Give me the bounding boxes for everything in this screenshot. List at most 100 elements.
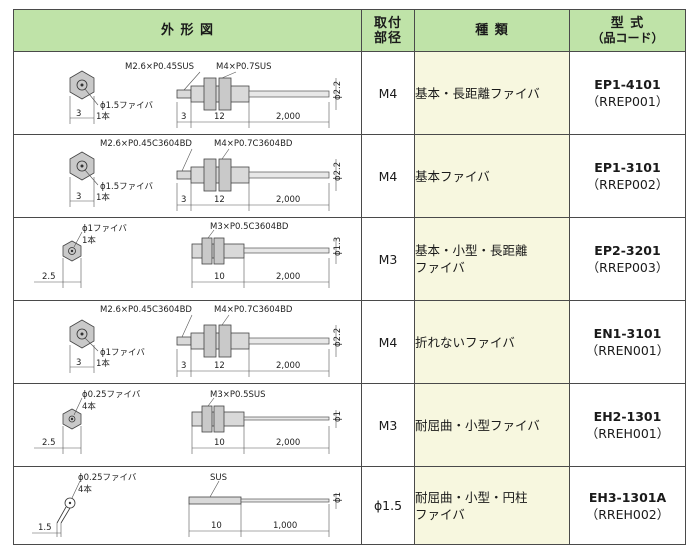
table-row: ϕ1ファイバ 1本 2.5 M3×P0.5C3604BD 10 2,000 ϕ1…	[13, 217, 686, 301]
fiber-kind: 基本・小型・長距離 ファイバ	[414, 217, 570, 301]
dim-d4: 2,000	[276, 361, 300, 371]
dim-d4: 2,000	[276, 195, 300, 205]
thread-b-label: M4×P0.7C3604BD	[214, 139, 293, 149]
kind-line1: 耐屈曲・小型・円柱	[415, 489, 528, 505]
dim-d3: 10	[214, 438, 225, 448]
outline-drawing: ϕ1ファイバ 1本 2.5 M3×P0.5C3604BD 10 2,000 ϕ1…	[13, 217, 362, 301]
header-mount: 取付 部径	[361, 9, 415, 52]
kind-line1: 基本・長距離ファイバ	[415, 85, 540, 101]
dim-d4: 2,000	[276, 438, 300, 448]
mount-size: M4	[361, 134, 415, 218]
model-number: EN1-3101	[593, 326, 662, 341]
mount-size: M3	[361, 217, 415, 301]
phi-label: ϕ1.3	[333, 237, 343, 256]
model-cell: EP1-4101 （RREP001）	[569, 51, 686, 135]
dim-d3: 12	[214, 112, 225, 122]
mount-size: M3	[361, 383, 415, 467]
kind-line2: ファイバ	[415, 506, 465, 522]
header-kind: 種 類	[414, 9, 570, 52]
drawing-svg: ϕ0.25ファイバ 4本 1.5 SUS 10 1,000 ϕ1	[32, 473, 343, 537]
fiber-label: ϕ0.25ファイバ	[82, 390, 141, 400]
dim-d2: 3	[181, 361, 186, 371]
outline-drawing: ϕ1.5ファイバ 1本 3 M2.6×P0.45SUS M4×P0.7SUS 3…	[13, 51, 362, 135]
dim-d3: 10	[214, 272, 225, 282]
dim-d4: 2,000	[276, 112, 300, 122]
table-row: ϕ0.25ファイバ 4本 1.5 SUS 10 1,000 ϕ1 ϕ1.5 耐屈…	[13, 466, 686, 545]
fiber-kind: 基本・長距離ファイバ	[414, 51, 570, 135]
model-cell: EP2-3201 （RREP003）	[569, 217, 686, 301]
mount-size: M4	[361, 51, 415, 135]
drawing-svg: ϕ0.25ファイバ 4本 2.5 M3×P0.5SUS 10 2,000 ϕ1	[34, 390, 343, 454]
count-label: 4本	[82, 401, 96, 412]
thread-b-label: M3×P0.5SUS	[210, 390, 266, 400]
drawing-svg: ϕ1ファイバ 1本 2.5 M3×P0.5C3604BD 10 2,000 ϕ1…	[34, 222, 343, 288]
kind-line1: 基本・小型・長距離	[415, 243, 528, 258]
thread-a-label: M2.6×P0.45C3604BD	[100, 139, 192, 149]
fiber-spec-table: 外 形 図 取付 部径 種 類 型 式 （品コード） ϕ1.5ファイバ 1本 3	[13, 9, 686, 545]
dim-d3: 12	[214, 361, 225, 371]
dim-d4: 1,000	[273, 521, 297, 531]
dim-d2: 3	[181, 195, 186, 205]
thread-b-label: M4×P0.7SUS	[216, 62, 272, 72]
model-cell: EP1-3101 （RREP002）	[569, 134, 686, 218]
table-row: ϕ1.5ファイバ 1本 3 M2.6×P0.45SUS M4×P0.7SUS 3…	[13, 51, 686, 135]
fiber-kind: 耐屈曲・小型・円柱 ファイバ	[414, 466, 570, 545]
phi-label: ϕ1	[333, 411, 343, 422]
table-row: ϕ1ファイバ 1本 3 M2.6×P0.45C3604BD M4×P0.7C36…	[13, 300, 686, 384]
model-cell: EN1-3101 （RREN001）	[569, 300, 686, 384]
dim-d3: 12	[214, 195, 225, 205]
model-cell: EH2-1301 （RREH001）	[569, 383, 686, 467]
dim-d1: 3	[76, 358, 81, 368]
dim-d4: 2,000	[276, 272, 300, 282]
fiber-label: ϕ1.5ファイバ	[100, 101, 153, 111]
fiber-label: ϕ1.5ファイバ	[100, 182, 153, 192]
fiber-kind: 基本ファイバ	[414, 134, 570, 218]
outline-drawing: ϕ1ファイバ 1本 3 M2.6×P0.45C3604BD M4×P0.7C36…	[13, 300, 362, 384]
dim-d1: 1.5	[38, 523, 52, 533]
table-row: ϕ1.5ファイバ 1本 3 M2.6×P0.45C3604BD M4×P0.7C…	[13, 134, 686, 218]
thread-a-label: M2.6×P0.45C3604BD	[100, 305, 192, 315]
count-label: 1本	[96, 111, 110, 122]
model-number: EP2-3201	[594, 243, 661, 258]
drawing-svg: ϕ1.5ファイバ 1本 3 M2.6×P0.45SUS M4×P0.7SUS 3…	[69, 62, 343, 128]
drawing-svg: ϕ1ファイバ 1本 3 M2.6×P0.45C3604BD M4×P0.7C36…	[69, 305, 343, 377]
table-row: ϕ0.25ファイバ 4本 2.5 M3×P0.5SUS 10 2,000 ϕ1 …	[13, 383, 686, 467]
product-code: （RREP002）	[586, 177, 669, 192]
header-drawing: 外 形 図	[13, 9, 362, 52]
outline-drawing: ϕ0.25ファイバ 4本 2.5 M3×P0.5SUS 10 2,000 ϕ1	[13, 383, 362, 467]
count-label: 1本	[96, 358, 110, 369]
header-model-line1: 型 式	[610, 15, 645, 31]
dim-d3: 10	[211, 521, 222, 531]
fiber-kind: 折れないファイバ	[414, 300, 570, 384]
mount-size: M4	[361, 300, 415, 384]
kind-line1: 折れないファイバ	[415, 334, 515, 350]
mount-size: ϕ1.5	[361, 466, 415, 545]
outline-drawing: ϕ0.25ファイバ 4本 1.5 SUS 10 1,000 ϕ1	[13, 466, 362, 545]
model-cell: EH3-1301A （RREH002）	[569, 466, 686, 545]
drawing-svg: ϕ1.5ファイバ 1本 3 M2.6×P0.45C3604BD M4×P0.7C…	[69, 139, 343, 211]
product-code: （RREH002）	[585, 506, 670, 522]
dim-d1: 3	[76, 109, 81, 119]
header-model: 型 式 （品コード）	[569, 9, 686, 52]
thread-a-label: M2.6×P0.45SUS	[125, 62, 194, 72]
phi-label: ϕ2.2	[333, 328, 343, 347]
thread-b-label: M3×P0.5C3604BD	[210, 222, 289, 232]
fiber-kind: 耐屈曲・小型ファイバ	[414, 383, 570, 467]
count-label: 1本	[96, 192, 110, 203]
kind-line2: ファイバ	[415, 260, 465, 275]
model-number: EP1-4101	[594, 77, 661, 92]
dim-d1: 3	[76, 192, 81, 202]
outline-drawing: ϕ1.5ファイバ 1本 3 M2.6×P0.45C3604BD M4×P0.7C…	[13, 134, 362, 218]
product-code: （RREN001）	[585, 343, 670, 358]
dim-d1: 2.5	[42, 438, 56, 448]
model-number: EH3-1301A	[588, 489, 667, 505]
product-code: （RREP003）	[586, 260, 669, 275]
product-code: （RREP001）	[586, 94, 669, 109]
phi-label: ϕ2.2	[333, 81, 343, 100]
count-label: 4本	[78, 484, 92, 495]
model-number: EP1-3101	[594, 160, 661, 175]
thread-b-label: SUS	[210, 473, 227, 483]
phi-label: ϕ1	[333, 492, 343, 503]
header-mount-line1: 取付	[373, 15, 402, 31]
